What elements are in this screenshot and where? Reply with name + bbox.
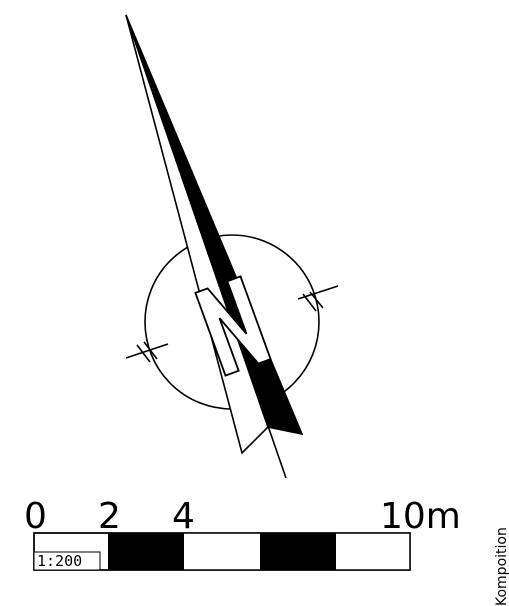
scale-tick-4: 4 — [172, 496, 195, 537]
west-tick-marks — [125, 341, 169, 363]
scale-segment-black-2 — [260, 533, 336, 570]
needle-axis-line — [125, 14, 287, 479]
scale-segment-black-1 — [108, 533, 184, 570]
scale-tick-0: 0 — [24, 496, 47, 537]
scale-segment-white-2 — [336, 533, 410, 570]
scale-tick-10m: 10m — [380, 496, 461, 537]
scale-ratio-label: 1:200 — [37, 552, 82, 570]
north-letter-n — [194, 275, 272, 377]
scale-segment-white-1 — [184, 533, 260, 570]
north-arrow — [125, 14, 339, 479]
side-vertical-text: Kompoition — [494, 527, 509, 606]
east-tick-marks — [297, 285, 339, 312]
scale-bar: 0 2 4 10m 1:200 — [24, 496, 461, 571]
scale-tick-2: 2 — [98, 496, 121, 537]
ratio-label-box — [33, 551, 101, 571]
